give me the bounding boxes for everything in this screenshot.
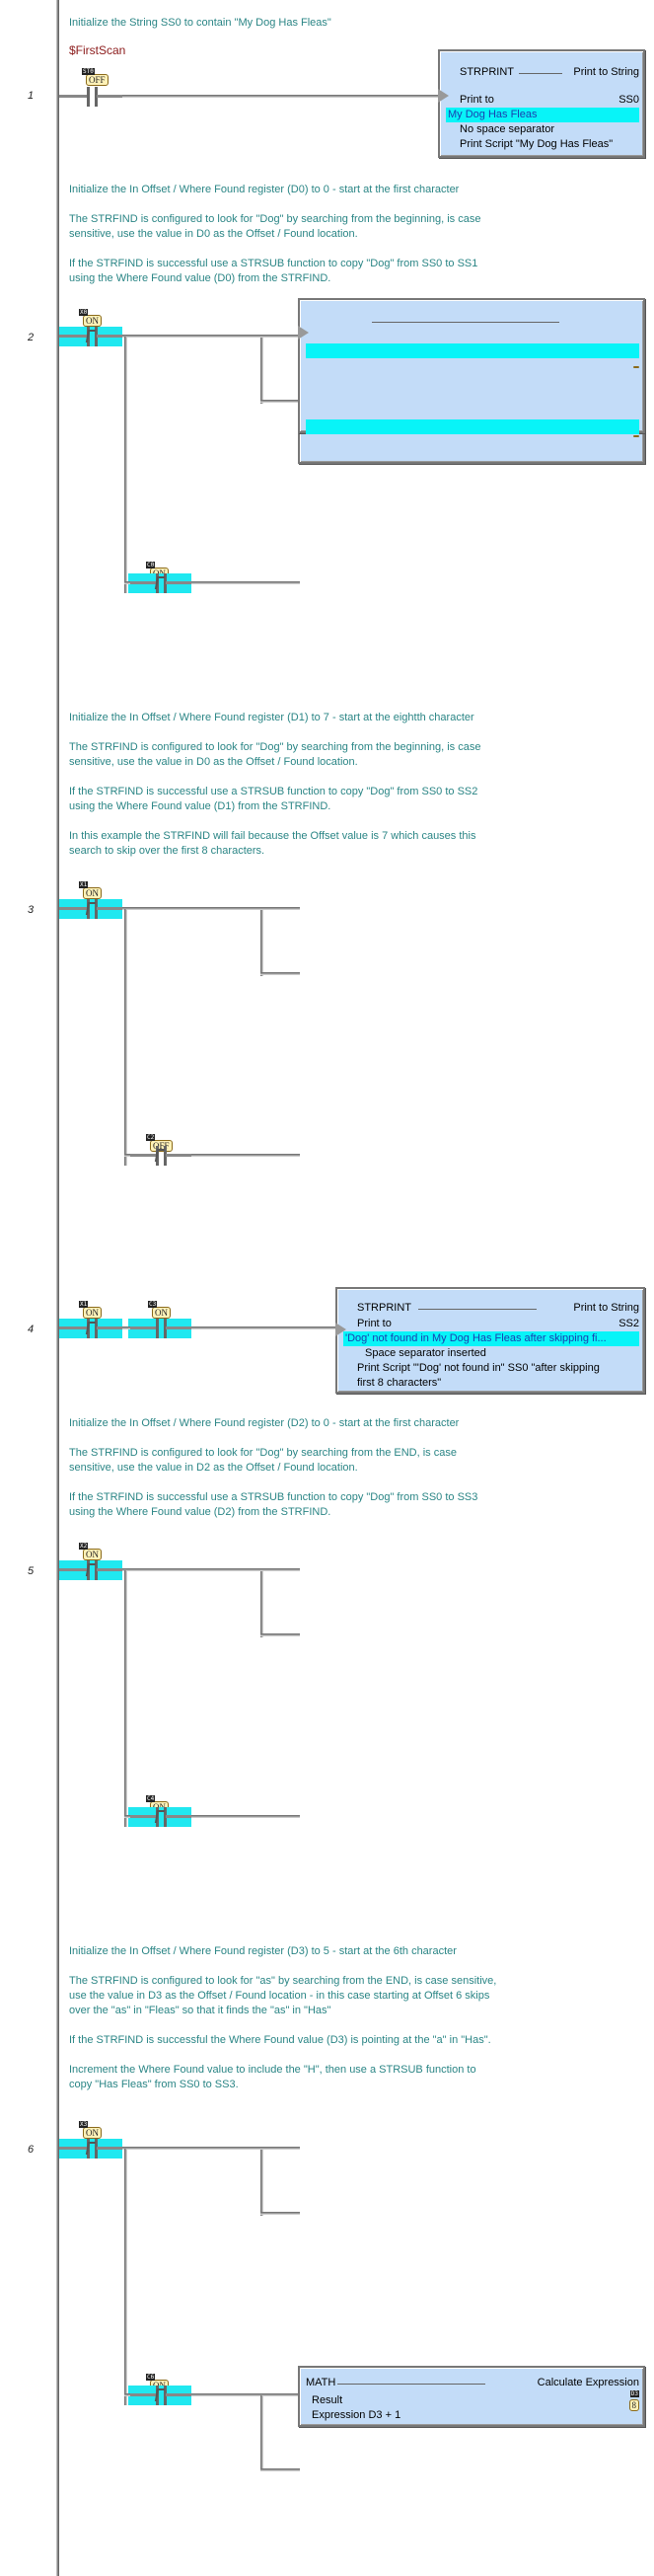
field-label: Result [312, 2394, 343, 2406]
string-value [306, 343, 639, 358]
strprint-instruction[interactable]: STRPRINT Print to String Print to SS0 My D… [438, 49, 645, 158]
input-arrow-icon [438, 89, 449, 103]
rung-wire [122, 335, 260, 338]
rung-number: 5 [28, 1565, 35, 1577]
register-value-tag [629, 352, 639, 368]
rung-wire [124, 337, 127, 593]
rung-number: 6 [28, 2144, 35, 2156]
rung-wire [260, 337, 263, 404]
rung-wire [122, 1326, 130, 1329]
rung-wire [260, 335, 300, 338]
rung-wire [191, 581, 300, 584]
input-arrow-icon [335, 1323, 346, 1336]
field-value: Print to String [573, 1302, 639, 1314]
contact-nickname: $FirstScan [69, 43, 126, 57]
rung-wire [191, 2393, 300, 2396]
rung-comment: Initialize the In Offset / Where Found r… [69, 1417, 478, 1518]
rung-wire [260, 2149, 263, 2216]
contact-edge-trigger[interactable] [128, 2386, 191, 2405]
rung-wire [191, 1326, 339, 1329]
rung-wire [260, 400, 300, 403]
field-value: Calculate Expression [537, 2377, 639, 2388]
field-label: MATH [306, 2377, 336, 2388]
rung-number: 4 [28, 1324, 35, 1335]
rung-comment: Initialize the String SS0 to contain "My… [69, 17, 331, 29]
left-power-rail [56, 0, 59, 2576]
field-label: Print Script "My Dog Has Fleas" [460, 138, 614, 150]
rung-wire [260, 2395, 263, 2470]
contact-edge-trigger[interactable] [59, 899, 122, 919]
field-value: SS0 [618, 94, 639, 106]
rung-wire [124, 1815, 130, 1818]
instr-desc: Print to String [573, 66, 639, 78]
rung-comment: Initialize the In Offset / Where Found r… [69, 1945, 497, 2090]
rung-wire [191, 1815, 300, 1818]
rung-wire [124, 1154, 130, 1157]
rung-number: 2 [28, 332, 35, 343]
field-label: No space separator [460, 123, 554, 135]
rung-wire [122, 2147, 260, 2150]
contact-edge-trigger[interactable] [128, 1146, 191, 1166]
field-label: first 8 characters" [357, 1377, 442, 1389]
rung-wire [124, 909, 127, 1166]
contact-normally-open[interactable] [59, 87, 122, 107]
rung-wire [260, 1568, 300, 1571]
field-label: Print to [460, 94, 494, 106]
rung-wire [260, 909, 263, 976]
rung-wire [122, 907, 260, 910]
string-value: 'Dog' not found in My Dog Has Fleas afte… [343, 1331, 639, 1346]
instr-name: STRPRINT [460, 66, 514, 78]
contact-edge-trigger[interactable] [128, 1807, 191, 1827]
rung-comment: Initialize the In Offset / Where Found r… [69, 712, 481, 857]
rung-wire [124, 2149, 127, 2405]
contact-normally-open[interactable] [128, 1319, 191, 1338]
field-label: Space separator inserted [365, 1347, 486, 1359]
rung-wire [124, 581, 130, 584]
field-label: Expression D3 + 1 [312, 2409, 401, 2421]
rung-number: 1 [28, 90, 35, 102]
rung-wire [191, 1154, 300, 1157]
contact-edge-trigger[interactable] [128, 573, 191, 593]
rung-wire [124, 2393, 130, 2396]
contact-edge-trigger[interactable] [59, 2139, 122, 2159]
rung-wire [124, 1570, 127, 1827]
rung-wire [260, 2468, 300, 2471]
string-value: My Dog Has Fleas [446, 108, 639, 122]
rung-wire [260, 2212, 300, 2215]
rung-wire [260, 2147, 300, 2150]
field-value: SS2 [618, 1318, 639, 1329]
rung-comment: Initialize the In Offset / Where Found r… [69, 184, 481, 284]
contact-edge-trigger[interactable] [59, 327, 122, 346]
field-label: Print Script "'Dog' not found in" SS0 "a… [357, 1362, 600, 1374]
rung-wire [260, 1570, 263, 1637]
contact-edge-trigger[interactable] [59, 1319, 122, 1338]
field-label: STRPRINT [357, 1302, 411, 1314]
register-value-tag [629, 421, 639, 437]
rung-wire [122, 95, 444, 98]
rung-number: 3 [28, 904, 35, 916]
rung-wire [260, 1633, 300, 1636]
rung-wire [260, 907, 300, 910]
field-label: Print to [357, 1318, 392, 1329]
input-arrow-icon [298, 326, 309, 340]
rung-wire [260, 972, 300, 975]
contact-edge-trigger[interactable] [59, 1560, 122, 1580]
strsub-instruction[interactable] [298, 298, 645, 434]
rung-wire [122, 1568, 260, 1571]
string-value [306, 419, 639, 434]
